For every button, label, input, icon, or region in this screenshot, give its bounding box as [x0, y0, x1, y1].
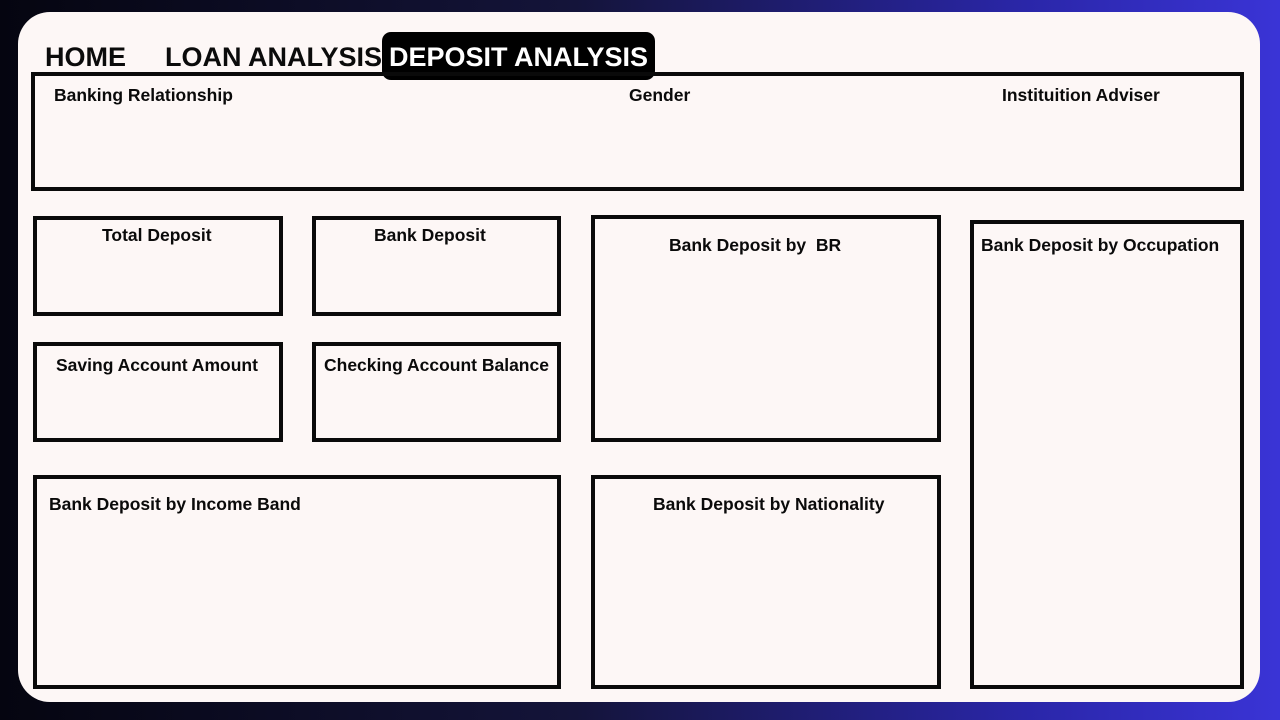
chart-bank-deposit-by-nationality: [591, 475, 941, 689]
filter-banking-relationship[interactable]: Banking Relationship: [54, 85, 233, 105]
filter-bar: [31, 72, 1244, 191]
tab-loan-analysis[interactable]: LOAN ANALYSIS: [165, 42, 383, 72]
dashboard-panel: HOME LOAN ANALYSIS DEPOSIT ANALYSIS Bank…: [18, 12, 1260, 702]
bank-deposit-card: [312, 216, 561, 316]
chart-bank-deposit-by-occupation-title: Bank Deposit by Occupation: [981, 235, 1220, 255]
saving-account-amount-label: Saving Account Amount: [56, 355, 258, 375]
filter-institution-adviser[interactable]: Instituition Adviser: [1002, 85, 1160, 105]
checking-account-balance-card: [312, 342, 561, 442]
tab-home[interactable]: HOME: [45, 42, 126, 72]
chart-bank-deposit-by-occupation: [970, 220, 1244, 689]
chart-bank-deposit-by-income-band-title: Bank Deposit by Income Band: [49, 494, 301, 514]
total-deposit-label: Total Deposit: [102, 225, 212, 245]
filter-gender[interactable]: Gender: [629, 85, 691, 105]
chart-bank-deposit-by-nationality-title: Bank Deposit by Nationality: [653, 494, 885, 514]
total-deposit-card: [33, 216, 283, 316]
checking-account-balance-label: Checking Account Balance: [324, 355, 549, 375]
saving-account-amount-card: [33, 342, 283, 442]
chart-bank-deposit-by-income-band: [33, 475, 561, 689]
chart-bank-deposit-by-br-title: Bank Deposit by BR: [669, 235, 842, 255]
chart-bank-deposit-by-br: [591, 215, 941, 442]
bank-deposit-label: Bank Deposit: [374, 225, 486, 245]
